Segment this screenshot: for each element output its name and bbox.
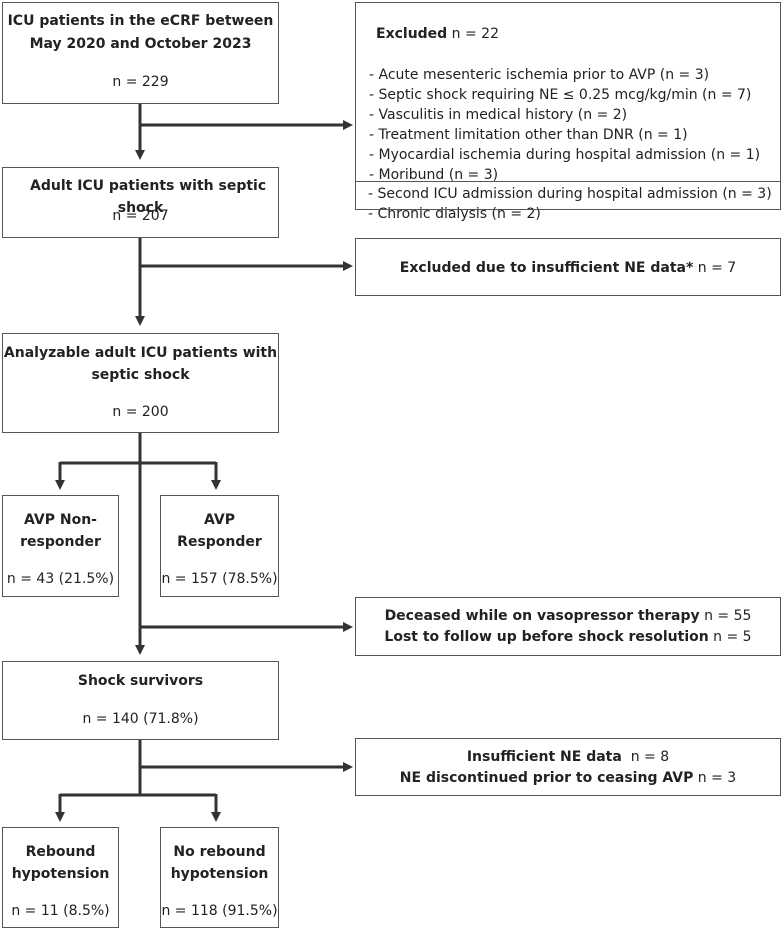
- box-adult-septic-frame: [2, 167, 279, 238]
- non-responder-title-line1: AVP Non-: [24, 512, 97, 528]
- adult-septic-title-line1: Adult ICU patients with septic: [30, 178, 267, 194]
- non-responder-title-line2: responder: [20, 534, 101, 550]
- excluded-title: Excluded: [376, 26, 448, 42]
- responder-title-line1: AVP: [204, 512, 235, 528]
- excluded-item: - Myocardial ischemia during hospital ad…: [369, 147, 761, 163]
- box-analyzable: Analyzable adult ICU patients with septi…: [2, 333, 279, 433]
- lost-follow-up-label: Lost to follow up before shock resolutio…: [384, 629, 709, 645]
- deceased-label: Deceased while on vasopressor therapy: [384, 608, 700, 624]
- deceased-line2: Lost to follow up before shock resolutio…: [356, 626, 780, 649]
- ne-discontinued-label: NE discontinued prior to ceasing AVP: [399, 770, 694, 786]
- box-no-rebound: No rebound hypotension n = 118 (91.5%): [160, 827, 279, 928]
- box-excluded: Excluded n = 22 - Acute mesenteric ische…: [355, 2, 781, 183]
- insufficient-label: Insufficient NE data: [466, 749, 622, 765]
- excluded-ne-title: Excluded due to insufficient NE data*: [399, 260, 694, 276]
- box-deceased: Deceased while on vasopressor therapy n …: [355, 597, 781, 656]
- box-shock-survivors: Shock survivors n = 140 (71.8%): [2, 661, 279, 740]
- ecrf-count: n = 229: [112, 74, 169, 90]
- excluded-count: n = 22: [447, 26, 499, 42]
- excluded-item: - Moribund (n = 3): [369, 167, 499, 183]
- box-excluded-ne: Excluded due to insufficient NE data* n …: [355, 238, 781, 296]
- survivors-title: Shock survivors: [77, 673, 204, 689]
- ne-discontinued-count: n = 3: [693, 770, 737, 786]
- analyzable-count: n = 200: [112, 404, 169, 420]
- insufficient-count: n = 8: [621, 749, 670, 765]
- box-insufficient-ne: Insufficient NE data n = 8 NE discontinu…: [355, 738, 781, 796]
- excluded-item: - Second ICU admission during hospital a…: [368, 186, 772, 202]
- lost-follow-up-count: n = 5: [708, 629, 752, 645]
- survivors-count: n = 140 (71.8%): [82, 711, 199, 727]
- deceased-line1: Deceased while on vasopressor therapy n …: [356, 605, 780, 628]
- responder-count: n = 157 (78.5%): [161, 571, 278, 587]
- rebound-count: n = 11 (8.5%): [11, 903, 110, 919]
- excluded-item: - Treatment limitation other than DNR (n…: [369, 127, 688, 143]
- box-excluded-frame: [355, 2, 781, 210]
- box-responder: AVP Responder n = 157 (78.5%): [160, 495, 279, 597]
- deceased-count: n = 55: [699, 608, 752, 624]
- insufficient-line2: NE discontinued prior to ceasing AVP n =…: [356, 767, 780, 790]
- excluded-item: - Septic shock requiring NE ≤ 0.25 mcg/k…: [369, 87, 752, 103]
- box-ecrf-patients: ICU patients in the eCRF between May 202…: [2, 2, 279, 104]
- ecrf-title-line1: ICU patients in the eCRF between: [7, 13, 274, 29]
- insufficient-line1: Insufficient NE data n = 8: [356, 746, 780, 769]
- box-non-responder: AVP Non- responder n = 43 (21.5%): [2, 495, 119, 597]
- no-rebound-title-line1: No rebound: [173, 844, 266, 860]
- excluded-item: - Chronic dialysis (n = 2): [368, 206, 541, 222]
- no-rebound-title-line2: hypotension: [170, 866, 269, 882]
- excluded-heading: Excluded n = 22: [376, 23, 499, 46]
- non-responder-count: n = 43 (21.5%): [6, 571, 115, 587]
- excluded-ne-count: n = 7: [693, 260, 737, 276]
- adult-septic-title-line2: shock: [117, 200, 164, 216]
- responder-title-line2: Responder: [177, 534, 262, 550]
- rebound-title-line1: Rebound: [25, 844, 96, 860]
- excluded-item: - Acute mesenteric ischemia prior to AVP…: [369, 67, 710, 83]
- box-rebound: Rebound hypotension n = 11 (8.5%): [2, 827, 119, 928]
- ecrf-title-line2: May 2020 and October 2023: [29, 36, 252, 52]
- rebound-title-line2: hypotension: [11, 866, 110, 882]
- excluded-ne-text: Excluded due to insufficient NE data* n …: [356, 257, 780, 280]
- analyzable-title-line2: septic shock: [91, 367, 190, 383]
- no-rebound-count: n = 118 (91.5%): [161, 903, 278, 919]
- excluded-item: - Vasculitis in medical history (n = 2): [369, 107, 628, 123]
- adult-septic-count: n = 207: [112, 208, 169, 224]
- analyzable-title-line1: Analyzable adult ICU patients with: [3, 345, 278, 361]
